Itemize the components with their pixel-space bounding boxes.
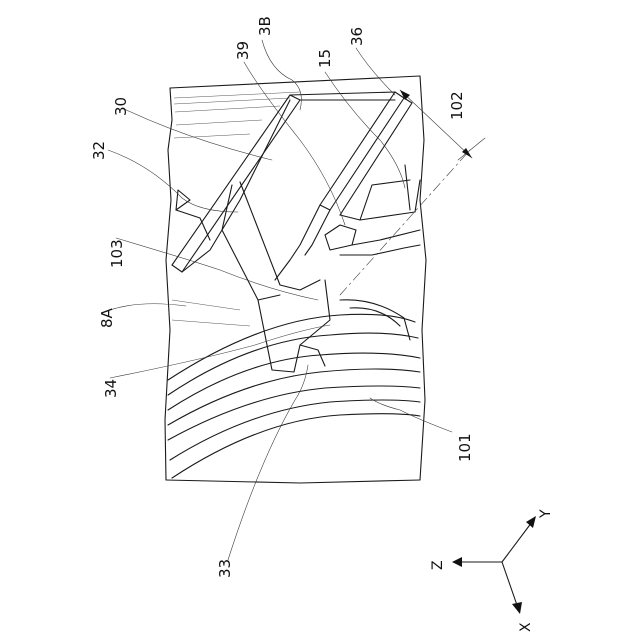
axes-indicator: Z Y X — [430, 509, 554, 632]
label-102: 102 — [448, 91, 466, 120]
axis-x-label: X — [518, 622, 534, 632]
axis-z-label: Z — [430, 560, 446, 570]
arm-103 — [176, 182, 330, 372]
label-103: 103 — [108, 239, 126, 268]
label-36: 36 — [348, 27, 366, 46]
label-30: 30 — [112, 97, 130, 116]
label-8a: 8A — [98, 307, 116, 328]
label-3b: 3B — [256, 16, 274, 36]
label-32: 32 — [90, 141, 108, 160]
gasket-101 — [168, 300, 420, 478]
label-39: 39 — [234, 41, 252, 60]
label-33: 33 — [216, 559, 234, 578]
axis-y-label: Y — [538, 509, 554, 519]
reference-labels: 3B 39 15 36 102 30 32 103 8A 34 101 33 — [90, 16, 474, 578]
rail-structure — [275, 92, 420, 280]
leader-lines — [108, 40, 452, 560]
label-101: 101 — [456, 433, 474, 462]
label-34: 34 — [102, 379, 120, 398]
label-15: 15 — [316, 49, 334, 68]
